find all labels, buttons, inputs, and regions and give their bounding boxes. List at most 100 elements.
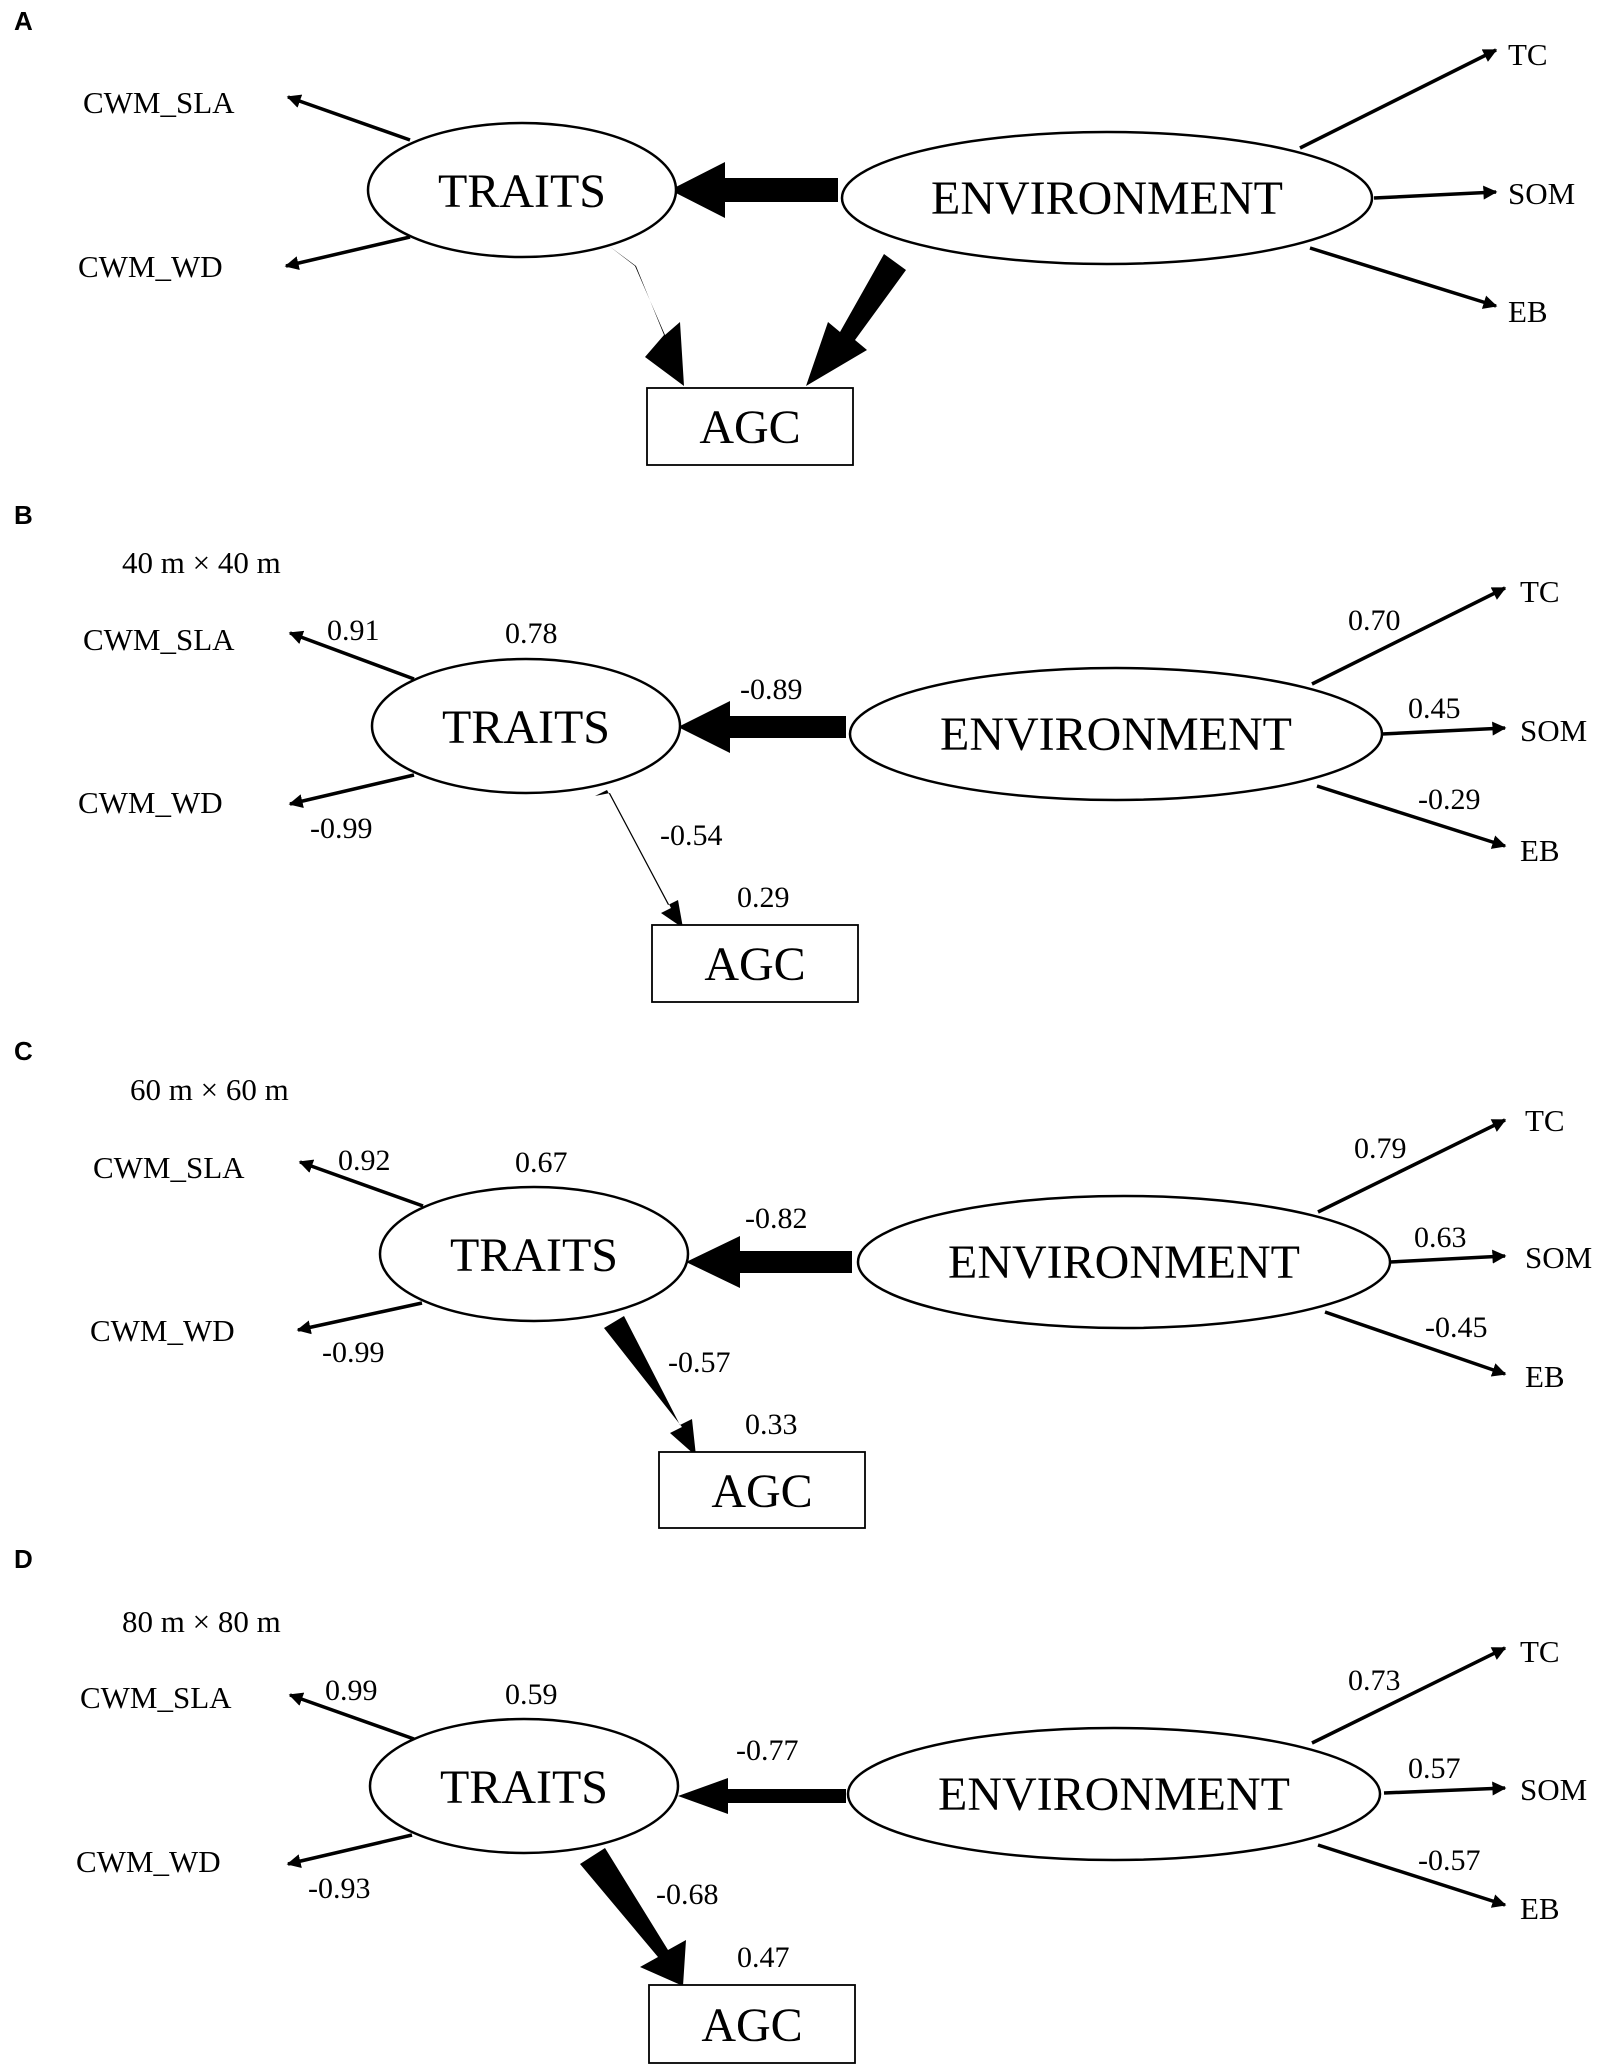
loading-tc: 0.79: [1354, 1132, 1407, 1165]
som-label: SOM: [1525, 1240, 1592, 1275]
loading-cwm-sla: 0.92: [338, 1144, 391, 1177]
environment-label: ENVIRONMENT: [938, 1768, 1290, 1821]
panel-letter-a: A: [14, 6, 33, 36]
loading-som: 0.63: [1414, 1221, 1467, 1254]
agc-box: [651, 924, 859, 1003]
traits-label: TRAITS: [438, 165, 606, 218]
eb-label: EB: [1520, 1891, 1560, 1926]
path-arrow-environment-to-traits: [678, 701, 846, 753]
arrow-traits-to-cwm-wd: [284, 235, 411, 270]
cwm-wd-label: CWM_WD: [76, 1844, 221, 1879]
arrow-environment-to-som: [1383, 1781, 1507, 1796]
traits-node: [370, 657, 682, 795]
arrow-environment-to-tc: [1317, 1118, 1507, 1214]
path-arrow-traits-to-agc: [595, 790, 683, 928]
path-coef-traits-to-agc: -0.54: [660, 819, 723, 852]
arrow-traits-to-cwm-wd: [296, 1301, 423, 1335]
cwm-sla-label: CWM_SLA: [83, 85, 235, 120]
agc-box: [646, 387, 854, 466]
panel-letter-d: D: [14, 1544, 33, 1574]
path-coef-environment-to-traits: -0.89: [740, 673, 803, 706]
path-arrow-traits-to-agc: [604, 1316, 696, 1456]
environment-label: ENVIRONMENT: [948, 1236, 1300, 1289]
plot-scale-label: 40 m × 40 m: [122, 545, 281, 580]
environment-label: ENVIRONMENT: [931, 172, 1283, 225]
environment-node: [848, 666, 1384, 802]
arrow-environment-to-eb: [1316, 784, 1507, 849]
som-label: SOM: [1520, 1772, 1587, 1807]
eb-label: EB: [1520, 833, 1560, 868]
eb-label: EB: [1525, 1359, 1565, 1394]
loading-eb: -0.29: [1418, 783, 1481, 816]
arrow-traits-to-cwm-sla: [288, 630, 415, 681]
arrow-environment-to-som: [1381, 721, 1507, 736]
panel-d: D 80 m × 80 m TRAITS ENVIRONMENT AGC CWM…: [14, 1544, 1587, 2064]
arrow-traits-to-cwm-sla: [286, 94, 411, 142]
loading-tc: 0.73: [1348, 1664, 1401, 1697]
agc-box: [658, 1451, 866, 1529]
path-arrow-environment-to-traits: [670, 162, 838, 218]
path-arrow-environment-to-traits: [686, 1236, 852, 1288]
r2-agc: 0.47: [737, 1941, 790, 1974]
agc-label: AGC: [699, 401, 800, 454]
tc-label: TC: [1525, 1103, 1565, 1138]
tc-label: TC: [1520, 574, 1560, 609]
path-coef-traits-to-agc: -0.68: [656, 1878, 719, 1911]
cwm-sla-label: CWM_SLA: [83, 622, 235, 657]
arrow-traits-to-cwm-wd: [286, 1833, 413, 1868]
path-arrow-traits-to-agc: [609, 246, 684, 386]
arrow-traits-to-cwm-wd: [288, 773, 415, 808]
r2-agc: 0.29: [737, 881, 790, 914]
traits-label: TRAITS: [442, 701, 610, 754]
loading-eb: -0.45: [1425, 1311, 1488, 1344]
traits-node: [378, 1185, 690, 1323]
loading-cwm-wd: -0.99: [310, 812, 373, 845]
cwm-wd-label: CWM_WD: [78, 249, 223, 284]
agc-label: AGC: [704, 938, 805, 991]
path-coef-environment-to-traits: -0.82: [745, 1202, 808, 1235]
environment-node: [840, 130, 1374, 266]
som-label: SOM: [1508, 176, 1575, 211]
arrow-environment-to-eb: [1317, 1843, 1507, 1908]
agc-label: AGC: [711, 1465, 812, 1518]
agc-label: AGC: [701, 1999, 802, 2052]
environment-node: [856, 1194, 1392, 1330]
cwm-sla-label: CWM_SLA: [93, 1150, 245, 1185]
traits-label: TRAITS: [450, 1229, 618, 1282]
panel-c: C 60 m × 60 m TRAITS ENVIRONMENT AGC CWM…: [14, 1036, 1592, 1529]
loading-tc: 0.70: [1348, 604, 1401, 637]
cwm-sla-label: CWM_SLA: [80, 1680, 232, 1715]
panel-b: B 40 m × 40 m TRAITS ENVIRONMENT AGC CWM…: [14, 500, 1587, 1003]
loading-som: 0.57: [1408, 1752, 1461, 1785]
arrow-traits-to-cwm-sla: [298, 1159, 424, 1208]
path-arrow-traits-to-agc: [580, 1848, 686, 1986]
arrow-environment-to-eb: [1324, 1310, 1507, 1377]
environment-label: ENVIRONMENT: [940, 708, 1292, 761]
tc-label: TC: [1520, 1634, 1560, 1669]
path-coef-traits-to-agc: -0.57: [668, 1346, 731, 1379]
traits-label: TRAITS: [440, 1761, 608, 1814]
path-arrow-environment-to-agc: [806, 254, 906, 386]
plot-scale-label: 80 m × 80 m: [122, 1604, 281, 1639]
environment-node: [846, 1726, 1382, 1862]
som-label: SOM: [1520, 713, 1587, 748]
r2-traits: 0.59: [505, 1678, 558, 1711]
loading-som: 0.45: [1408, 692, 1461, 725]
loading-cwm-sla: 0.99: [325, 1674, 378, 1707]
panel-a: A TRAITS ENVIRONMENT AGC CWM_SLA CWM_WD …: [14, 6, 1575, 466]
loading-eb: -0.57: [1418, 1844, 1481, 1877]
path-coef-environment-to-traits: -0.77: [736, 1734, 799, 1767]
tc-label: TC: [1508, 37, 1548, 72]
cwm-wd-label: CWM_WD: [90, 1313, 235, 1348]
panel-letter-b: B: [14, 500, 33, 530]
arrow-environment-to-tc: [1311, 586, 1507, 686]
arrow-environment-to-som: [1389, 1249, 1507, 1264]
arrow-environment-to-eb: [1309, 246, 1498, 309]
loading-cwm-wd: -0.93: [308, 1872, 371, 1905]
arrow-environment-to-tc: [1311, 1646, 1507, 1745]
r2-traits: 0.67: [515, 1146, 568, 1179]
loading-cwm-wd: -0.99: [322, 1336, 385, 1369]
traits-node: [366, 121, 678, 259]
panel-letter-c: C: [14, 1036, 33, 1066]
